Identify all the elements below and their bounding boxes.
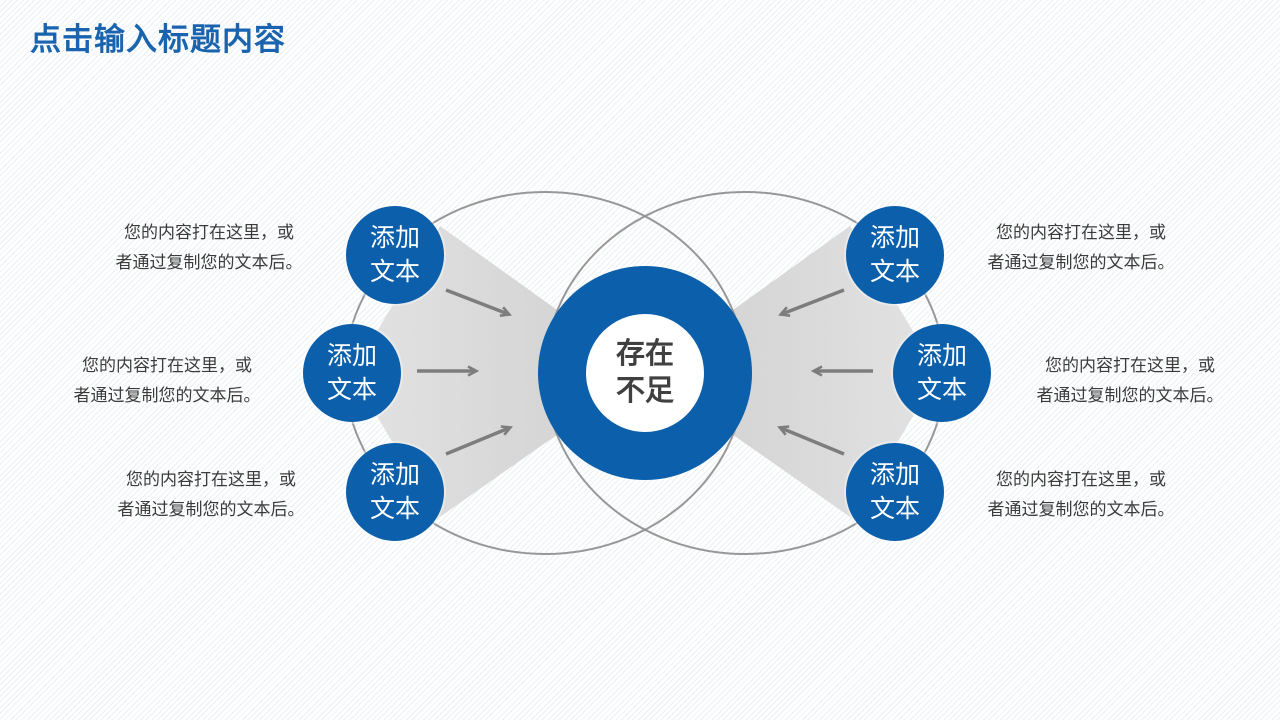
arrow-left-bottom [445, 425, 513, 456]
description-right-top[interactable]: 您的内容打在这里，或 者通过复制您的文本后。 [961, 218, 1201, 278]
description-line: 者通过复制您的文本后。 [73, 386, 261, 405]
description-line: 您的内容打在这里，或 [996, 470, 1166, 489]
node-label-line: 文本 [869, 258, 920, 286]
add-text-node-right-bottom[interactable]: 添加 文本 [846, 443, 944, 541]
description-line: 者通过复制您的文本后。 [987, 500, 1175, 519]
description-line: 您的内容打在这里，或 [124, 223, 294, 242]
add-text-node-left-bottom[interactable]: 添加 文本 [346, 443, 444, 541]
node-label-line: 添加 [369, 224, 420, 252]
description-left-middle[interactable]: 您的内容打在这里，或 者通过复制您的文本后。 [47, 351, 287, 411]
description-line: 者通过复制您的文本后。 [1036, 386, 1224, 405]
description-right-bottom[interactable]: 您的内容打在这里，或 者通过复制您的文本后。 [961, 465, 1201, 525]
description-line: 者通过复制您的文本后。 [987, 253, 1175, 272]
center-label-line: 存在 [615, 338, 674, 370]
description-left-top[interactable]: 您的内容打在这里，或 者通过复制您的文本后。 [89, 218, 329, 278]
node-label-line: 文本 [869, 495, 920, 523]
center-node[interactable]: 存在 不足 [538, 266, 752, 480]
wedge-left [352, 226, 645, 519]
slide-title[interactable]: 点击输入标题内容 [30, 22, 286, 57]
description-line: 您的内容打在这里，或 [82, 356, 252, 375]
arrow-right-top [778, 288, 845, 317]
arrow-left-top [445, 288, 512, 317]
arrow-right-bottom [777, 425, 845, 456]
center-node-label: 存在 不足 [586, 314, 704, 432]
node-label-line: 文本 [369, 495, 420, 523]
wedge-right [645, 226, 938, 519]
description-line: 您的内容打在这里，或 [996, 223, 1166, 242]
node-label-line: 添加 [869, 224, 920, 252]
node-label-line: 添加 [869, 461, 920, 489]
add-text-node-left-middle[interactable]: 添加 文本 [303, 324, 401, 422]
description-left-bottom[interactable]: 您的内容打在这里，或 者通过复制您的文本后。 [91, 465, 331, 525]
description-line: 您的内容打在这里，或 [1045, 356, 1215, 375]
description-line: 您的内容打在这里，或 [126, 470, 296, 489]
node-label-line: 添加 [326, 342, 377, 370]
description-right-middle[interactable]: 您的内容打在这里，或 者通过复制您的文本后。 [1010, 351, 1250, 411]
add-text-node-right-middle[interactable]: 添加 文本 [893, 324, 991, 422]
center-label-line: 不足 [615, 375, 674, 407]
node-label-line: 文本 [326, 376, 377, 404]
add-text-node-right-top[interactable]: 添加 文本 [846, 206, 944, 304]
description-line: 者通过复制您的文本后。 [117, 500, 305, 519]
node-label-line: 文本 [369, 258, 420, 286]
description-line: 者通过复制您的文本后。 [115, 253, 303, 272]
node-label-line: 添加 [369, 461, 420, 489]
node-label-line: 文本 [916, 376, 967, 404]
add-text-node-left-top[interactable]: 添加 文本 [346, 206, 444, 304]
node-label-line: 添加 [916, 342, 967, 370]
